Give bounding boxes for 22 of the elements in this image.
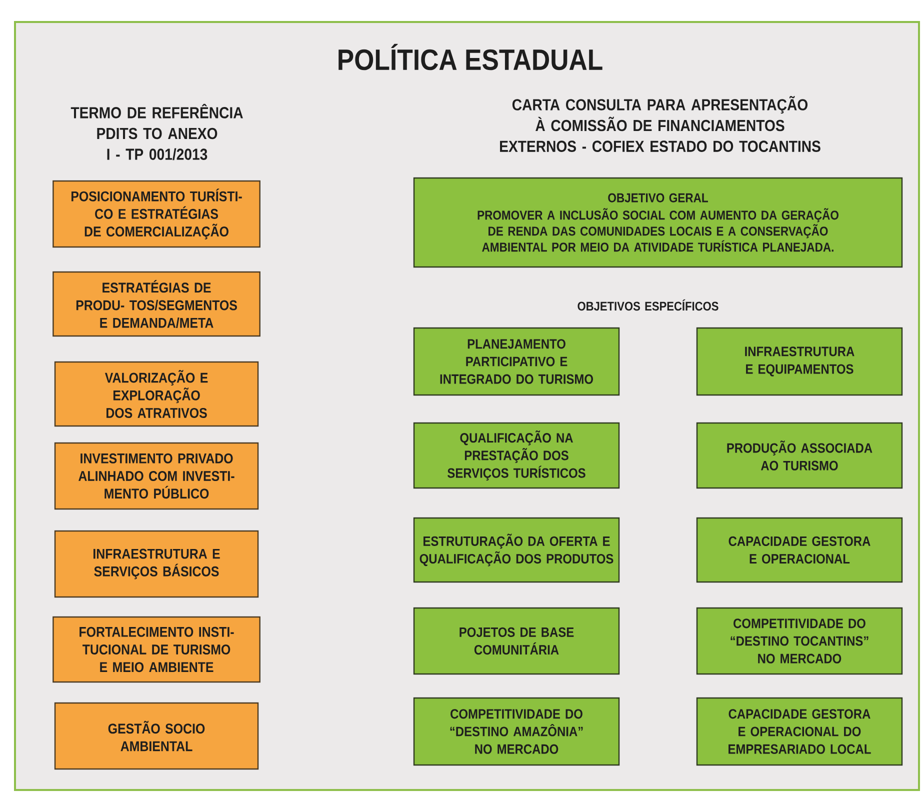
section-heading: OBJETIVOS ESPECÍFICOS <box>578 299 718 311</box>
strategy-box: GESTÃO SOCIO AMBIENTAL <box>54 702 259 770</box>
objective-box: POJETOS DE BASE COMUNITÁRIA <box>413 607 620 675</box>
objective-box: OBJETIVO GERAL PROMOVER A INCLUSÃO SOCIAL COM AUMENTO DA GERAÇÃO DE RENDA DAS COMUNIDADES LOCAIS E A CONSERVAÇÃO AMBIENTAL POR MEIO DA ATIVIDADE TURÍSTICA PLANEJADA. <box>413 177 903 268</box>
objective-box: QUALIFICAÇÃO NA PRESTAÇÃO DOS SERVIÇOS TURÍSTICOS <box>413 422 620 489</box>
strategy-box: FORTALECIMENTO INSTI- TUCIONAL DE TURISMO E MEIO AMBIENTE <box>52 616 260 683</box>
objective-box: PLANEJAMENTO PARTICIPATIVO E INTEGRADO DO TURISMO <box>413 327 620 396</box>
objective-box: COMPETITIVIDADE DO “DESTINO TOCANTINS” NO MERCADO <box>696 607 903 675</box>
strategy-box: VALORIZAÇÃO E EXPLORAÇÃO DOS ATRATIVOS <box>54 361 259 427</box>
objective-box: COMPETITIVIDADE DO “DESTINO AMAZÔNIA” NO MERCADO <box>413 697 620 766</box>
objective-box: INFRAESTRUTURA E EQUIPAMENTOS <box>696 327 903 396</box>
strategy-box: ESTRATÉGIAS DE PRODU- TOS/SEGMENTOS E DEMANDA/META <box>52 271 260 337</box>
column-heading: CARTA CONSULTA PARA APRESENTAÇÃO À COMISSÃO DE FINANCIAMENTOS EXTERNOS - COFIEX ESTADO DO TOCANTINS <box>500 96 820 152</box>
column-heading: TERMO DE REFERÊNCIA PDITS TO ANEXO I - TP 001/2013 <box>70 104 243 160</box>
objective-box: CAPACIDADE GESTORA E OPERACIONAL DO EMPRESARIADO LOCAL <box>696 697 903 766</box>
strategy-box: POSICIONAMENTO TURÍSTI- CO E ESTRATÉGIAS DE COMERCIALIZAÇÃO <box>52 180 260 248</box>
objective-box: ESTRUTURAÇÃO DA OFERTA E QUALIFICAÇÃO DOS PRODUTOS <box>413 517 620 583</box>
objective-box: PRODUÇÃO ASSOCIADA AO TURISMO <box>696 422 903 489</box>
strategy-box: INVESTIMENTO PRIVADO ALINHADO COM INVESTI- MENTO PÚBLICO <box>54 442 259 510</box>
strategy-box: INFRAESTRUTURA E SERVIÇOS BÁSICOS <box>54 530 259 598</box>
objective-box: CAPACIDADE GESTORA E OPERACIONAL <box>696 517 903 583</box>
title: POLÍTICA ESTADUAL <box>338 44 602 70</box>
